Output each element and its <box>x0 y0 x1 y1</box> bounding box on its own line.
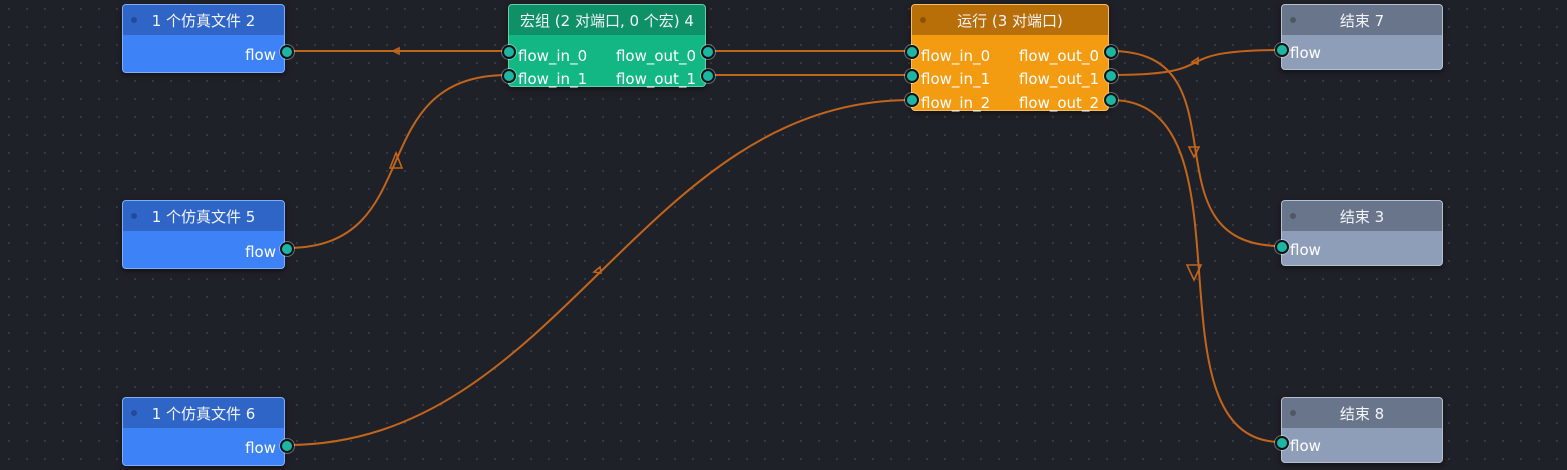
node-header[interactable]: 结束 3 <box>1282 201 1442 231</box>
wire-arrow-icon <box>592 265 602 274</box>
node-header[interactable]: 结束 8 <box>1282 398 1442 428</box>
input-port-label: flow <box>1290 44 1321 62</box>
input-port[interactable] <box>1275 436 1289 450</box>
output-port[interactable] <box>280 242 294 256</box>
node-header[interactable]: 结束 7 <box>1282 5 1442 35</box>
node-title: 结束 3 <box>1339 207 1385 226</box>
input-port-label: flow_in_2 <box>921 94 991 112</box>
node-header[interactable]: 1 个仿真文件 2 <box>123 5 284 35</box>
output-port-label: flow <box>245 439 276 457</box>
output-port[interactable] <box>701 69 715 83</box>
wire-arrow-icon <box>1190 56 1199 66</box>
wire-arrow-icon <box>388 150 404 169</box>
input-port[interactable] <box>905 93 919 107</box>
wire-sim6-to-run-in2[interactable] <box>286 99 912 446</box>
node-title: 结束 7 <box>1339 11 1385 30</box>
collapse-dot-icon[interactable] <box>1290 410 1296 416</box>
output-port[interactable] <box>701 45 715 59</box>
node-title: 1 个仿真文件 5 <box>151 207 256 226</box>
node-title: 1 个仿真文件 2 <box>151 11 256 30</box>
collapse-dot-icon[interactable] <box>131 410 137 416</box>
collapse-dot-icon[interactable] <box>131 213 137 219</box>
node-title: 1 个仿真文件 6 <box>151 404 256 423</box>
input-port[interactable] <box>502 69 516 83</box>
node-header[interactable]: 1 个仿真文件 5 <box>123 201 284 231</box>
node-end-7[interactable]: 结束 7 flow <box>1275 4 1443 70</box>
output-port-label: flow_out_2 <box>1018 94 1099 112</box>
wire-run-out0-to-end3[interactable] <box>1110 50 1282 247</box>
collapse-dot-icon[interactable] <box>131 17 137 23</box>
wire-arrow-icon <box>391 46 400 56</box>
input-port-label: flow <box>1290 241 1321 259</box>
output-port[interactable] <box>1104 69 1118 83</box>
wire-run-out1-to-end7[interactable] <box>1110 49 1282 76</box>
output-port-label: flow_out_1 <box>615 70 696 88</box>
output-port-label: flow_out_0 <box>1018 47 1099 65</box>
input-port-label: flow_in_0 <box>921 47 991 65</box>
wire-run-out2-to-end8[interactable] <box>1110 99 1282 443</box>
collapse-dot-icon[interactable] <box>1290 17 1296 23</box>
node-sim-file-6[interactable]: 1 个仿真文件 6 flow <box>122 397 294 466</box>
output-port[interactable] <box>280 45 294 59</box>
wire-arrow-icon <box>1185 264 1203 282</box>
output-port-label: flow_out_0 <box>615 47 696 65</box>
node-header[interactable]: 1 个仿真文件 6 <box>123 398 284 428</box>
output-port-label: flow <box>245 46 276 64</box>
node-title: 宏组 (2 对端口, 0 个宏) 4 <box>520 11 694 30</box>
node-macro-group-4[interactable]: 宏组 (2 对端口, 0 个宏) 4 flow_in_0 flow_out_0 … <box>502 4 715 88</box>
wire-sim5-to-macro-in1[interactable] <box>286 74 509 249</box>
node-end-3[interactable]: 结束 3 flow <box>1275 200 1443 266</box>
input-port[interactable] <box>905 45 919 59</box>
input-port-label: flow_in_1 <box>518 70 588 88</box>
node-run[interactable]: 运行 (3 对端口) flow_in_0 flow_out_0 flow_in_… <box>905 4 1118 112</box>
node-sim-file-5[interactable]: 1 个仿真文件 5 flow <box>122 200 294 269</box>
collapse-dot-icon[interactable] <box>1290 213 1296 219</box>
collapse-dot-icon[interactable] <box>920 17 926 23</box>
input-port-label: flow_in_1 <box>921 70 991 88</box>
output-port[interactable] <box>1104 93 1118 107</box>
node-header[interactable]: 运行 (3 对端口) <box>912 5 1108 35</box>
node-end-8[interactable]: 结束 8 flow <box>1275 397 1443 463</box>
output-port[interactable] <box>280 439 294 453</box>
input-port-label: flow_in_0 <box>518 47 588 65</box>
output-port-label: flow <box>245 243 276 261</box>
node-title: 运行 (3 对端口) <box>957 11 1063 30</box>
output-port[interactable] <box>1104 45 1118 59</box>
node-title: 结束 8 <box>1339 404 1385 423</box>
input-port[interactable] <box>905 69 919 83</box>
wire-arrow-icon <box>1187 146 1201 159</box>
output-port-label: flow_out_1 <box>1018 70 1099 88</box>
input-port[interactable] <box>1275 43 1289 57</box>
node-sim-file-2[interactable]: 1 个仿真文件 2 flow <box>122 4 294 73</box>
node-header[interactable]: 宏组 (2 对端口, 0 个宏) 4 <box>509 5 705 35</box>
input-port[interactable] <box>1275 240 1289 254</box>
input-port-label: flow <box>1290 437 1321 455</box>
input-port[interactable] <box>502 45 516 59</box>
